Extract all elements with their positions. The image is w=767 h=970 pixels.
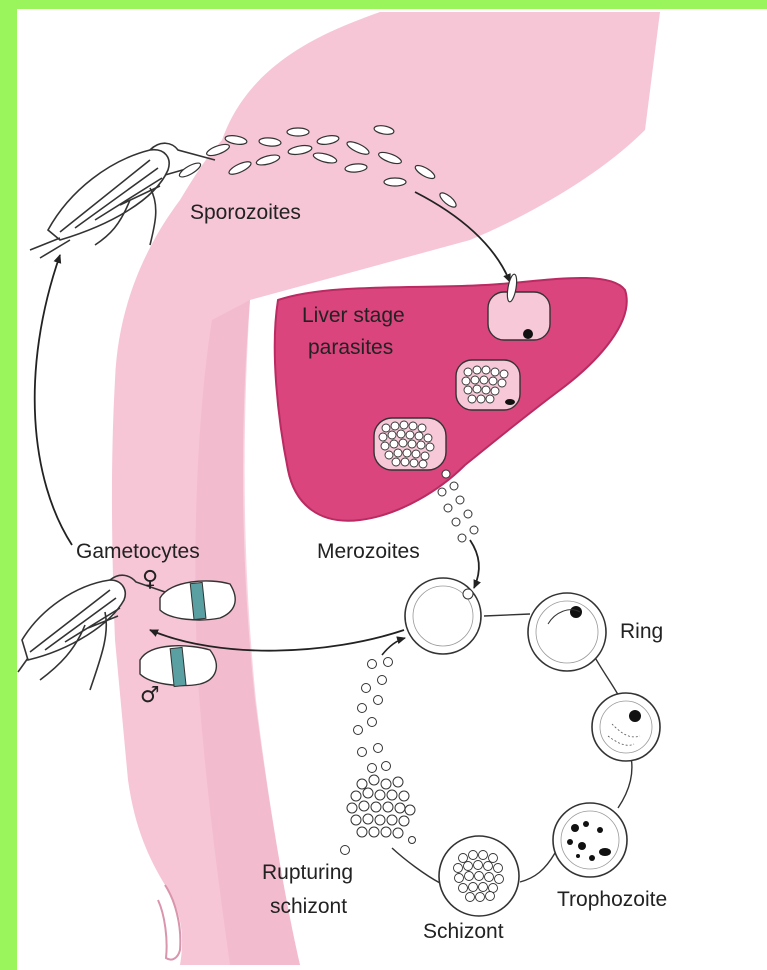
label-merozoites: Merozoites — [317, 540, 420, 563]
rbc-schizont — [439, 836, 519, 916]
rbc-early-trophozoite — [592, 693, 660, 761]
rbc-ring — [528, 593, 606, 671]
label-ring: Ring — [620, 620, 663, 643]
label-rupturing-line2: schizont — [270, 895, 347, 918]
arrow-to-rbc — [470, 540, 479, 588]
label-liver-line1: Liver stage — [302, 304, 405, 327]
label-liver-line2: parasites — [308, 336, 393, 359]
rbc-trophozoite — [553, 803, 627, 877]
diagram-canvas: Sporozoites Liver stage parasites Merozo… — [17, 9, 767, 970]
label-gametocytes: Gametocytes — [76, 540, 200, 563]
male-symbol: ♂ — [140, 683, 160, 708]
label-trophozoite: Trophozoite — [557, 888, 667, 911]
arrow-reinvasion — [382, 638, 405, 655]
gametocyte-male — [140, 646, 216, 687]
arrow-to-mosquito — [35, 255, 72, 545]
life-cycle-diagram: Sporozoites Liver stage parasites Merozo… — [17, 9, 767, 970]
label-sporozoites: Sporozoites — [190, 201, 301, 224]
label-rupturing-line1: Rupturing — [262, 861, 353, 884]
liver-cell-developing — [456, 360, 520, 410]
liver-cell-mature — [374, 418, 446, 470]
label-schizont: Schizont — [423, 920, 504, 943]
female-symbol: ♀ — [142, 567, 158, 592]
rupturing-schizont — [341, 658, 416, 855]
rbc-invaded — [405, 578, 481, 654]
